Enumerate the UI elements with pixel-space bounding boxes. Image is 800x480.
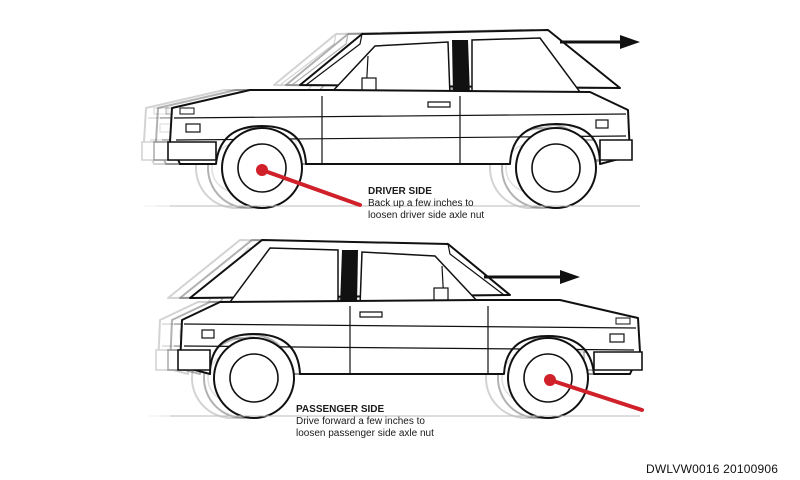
driver-side-instructions: Back up a few inches to loosen driver si… [368,198,485,221]
document-code-label: DWLVW0016 20100906 [646,462,779,476]
driver-side-car [167,29,641,209]
driver-side-callout: DRIVER SIDE Back up a few inches to loos… [368,186,528,222]
axle-nut-marker-icon [256,164,268,176]
passenger-side-callout: PASSENGER SIDE Drive forward a few inche… [296,404,476,440]
arrow-right-icon [560,35,640,49]
driver-axle-pointer [256,164,362,207]
driver-side-car-group [141,29,641,209]
passenger-axle-pointer [544,374,644,412]
passenger-side-car-group [147,239,643,419]
axle-nut-marker-icon [544,374,556,386]
passenger-side-instructions: Drive forward a few inches to loosen pas… [296,416,434,439]
arrow-right-icon [484,270,580,284]
driver-side-title: DRIVER SIDE [368,186,432,197]
passenger-side-title: PASSENGER SIDE [296,404,385,415]
passenger-side-car [169,239,643,419]
